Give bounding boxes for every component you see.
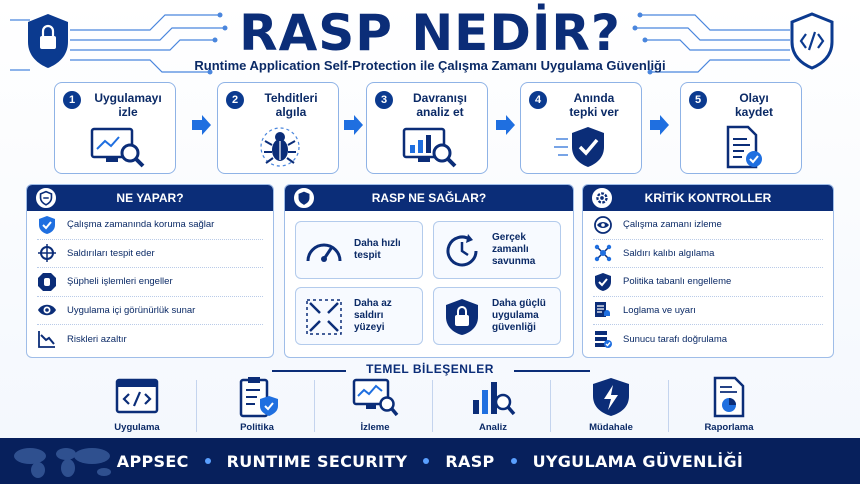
list-item: Şüpheli işlemleri engeller xyxy=(37,268,263,297)
shield-icon xyxy=(35,187,57,209)
list-item: Çalışma zamanında koruma sağlar xyxy=(37,211,263,240)
arrow-right-icon xyxy=(344,115,363,135)
components-title: TEMEL BİLEŞENLER xyxy=(366,362,494,376)
gear-icon xyxy=(591,187,613,209)
monitor-search-icon xyxy=(352,378,399,417)
panel-benefits: RASP NE SAĞLAR? Daha hızlı tespit Gerçek… xyxy=(284,184,574,358)
shield-check-icon xyxy=(595,272,611,291)
eye-icon xyxy=(38,305,56,316)
shield-check-icon xyxy=(554,127,604,167)
component-reporting: Raporlama xyxy=(670,376,788,436)
list-item: Uygulama içi görünürlük sunar xyxy=(37,297,263,325)
bullet-dot xyxy=(204,458,211,464)
step-2: 2 Tehditleri algıla xyxy=(217,82,339,174)
trend-down-icon xyxy=(38,331,55,349)
process-steps: 1 Uygulamayı izle 2 Tehditleri algıla xyxy=(54,82,806,174)
step-label: Anında tepki ver xyxy=(569,91,619,119)
component-monitoring: İzleme xyxy=(316,376,434,436)
footer-banner: APPSEC RUNTIME SECURITY RASP UYGULAMA GÜ… xyxy=(0,438,860,484)
arrow-right-icon xyxy=(650,115,669,135)
list-item: Çalışma zamanı izleme xyxy=(593,211,823,240)
panel-title: RASP NE SAĞLAR? xyxy=(371,191,487,205)
log-bell-icon xyxy=(595,302,610,318)
component-application: Uygulama xyxy=(78,376,196,436)
benefit-box: Daha güçlü uygulama güvenliği xyxy=(433,287,561,345)
panel-title: NE YAPAR? xyxy=(116,191,184,205)
document-check-icon xyxy=(726,125,762,169)
shield-check-icon xyxy=(39,215,55,234)
page-title: RASP NEDİR? xyxy=(239,4,621,62)
shield-bolt-icon xyxy=(593,378,629,416)
list-item: Saldırıları tespit eder xyxy=(37,240,263,268)
list-item: Riskleri azaltır xyxy=(37,325,263,354)
panel-header: RASP NE SAĞLAR? xyxy=(285,185,573,211)
speedometer-icon xyxy=(306,243,342,262)
step-3: 3 Davranışı analiz et xyxy=(366,82,488,174)
arrow-right-icon xyxy=(496,115,515,135)
footer-item: RUNTIME SECURITY xyxy=(226,451,408,471)
separator xyxy=(668,380,669,432)
step-number: 1 xyxy=(63,91,81,109)
separator xyxy=(550,380,551,432)
benefit-box: Gerçek zamanlı savunma xyxy=(433,221,561,279)
clock-refresh-icon xyxy=(446,234,478,267)
separator xyxy=(432,380,433,432)
report-pie-icon xyxy=(713,376,745,418)
component-policy: Politika xyxy=(198,376,316,436)
step-label: Uygulamayı izle xyxy=(94,91,162,119)
component-analysis: Analiz xyxy=(434,376,552,436)
step-4: 4 Anında tepki ver xyxy=(520,82,642,174)
circuit-decoration-left xyxy=(10,12,228,75)
page-subtitle: Runtime Application Self-Protection ile … xyxy=(194,58,666,73)
benefit-box: Daha az saldırı yüzeyi xyxy=(295,287,423,345)
panel-title: KRİTİK KONTROLLER xyxy=(644,191,772,205)
network-icon xyxy=(594,245,612,262)
code-window-icon xyxy=(115,378,159,414)
footer-item: RASP xyxy=(445,451,495,471)
list-item: Loglama ve uyarı xyxy=(593,297,823,325)
panel-what-it-does: NE YAPAR? Çalışma zamanında koruma sağla… xyxy=(26,184,274,358)
divider-line xyxy=(514,370,590,372)
list-item: Saldırı kalıbı algılama xyxy=(593,240,823,268)
crosshair-icon xyxy=(38,244,56,263)
server-check-icon xyxy=(595,331,612,349)
benefit-box: Daha hızlı tespit xyxy=(295,221,423,279)
step-number: 5 xyxy=(689,91,707,109)
shrink-arrows-icon xyxy=(306,299,342,335)
step-number: 3 xyxy=(375,91,393,109)
step-number: 2 xyxy=(226,91,244,109)
component-response: Müdahale xyxy=(552,376,670,436)
world-map-icon xyxy=(14,448,111,478)
separator xyxy=(196,380,197,432)
stop-hand-icon xyxy=(38,272,56,291)
chart-monitor-icon xyxy=(402,127,457,168)
bullet-dot xyxy=(423,458,430,464)
step-label: Davranışı analiz et xyxy=(412,91,468,119)
step-number: 4 xyxy=(529,91,547,109)
step-label: Olayı kaydet xyxy=(734,91,774,119)
eye-target-icon xyxy=(594,215,612,234)
monitor-search-icon xyxy=(90,127,145,168)
footer-item: UYGULAMA GÜVENLİĞİ xyxy=(532,451,744,471)
bar-chart-search-icon xyxy=(473,382,516,416)
panel-header: KRİTİK KONTROLLER xyxy=(583,185,833,211)
panel-critical-controls: KRİTİK KONTROLLER Çalışma zamanı izleme … xyxy=(582,184,834,358)
shield-lock-icon xyxy=(446,299,478,335)
separator xyxy=(314,380,315,432)
clipboard-shield-icon xyxy=(239,377,278,418)
step-1: 1 Uygulamayı izle xyxy=(54,82,176,174)
footer-item: APPSEC xyxy=(116,451,189,471)
step-5: 5 Olayı kaydet xyxy=(680,82,802,174)
list-item: Politika tabanlı engelleme xyxy=(593,268,823,297)
step-label: Tehditleri algıla xyxy=(264,91,318,119)
bullet-dot xyxy=(510,458,517,464)
list-item: Sunucu tarafı doğrulama xyxy=(593,325,823,354)
bug-icon xyxy=(260,127,300,167)
arrow-right-icon xyxy=(192,115,211,135)
circuit-decoration-right xyxy=(632,12,834,75)
shield-icon xyxy=(293,187,315,209)
divider-line xyxy=(272,370,346,372)
panel-header: NE YAPAR? xyxy=(27,185,273,211)
